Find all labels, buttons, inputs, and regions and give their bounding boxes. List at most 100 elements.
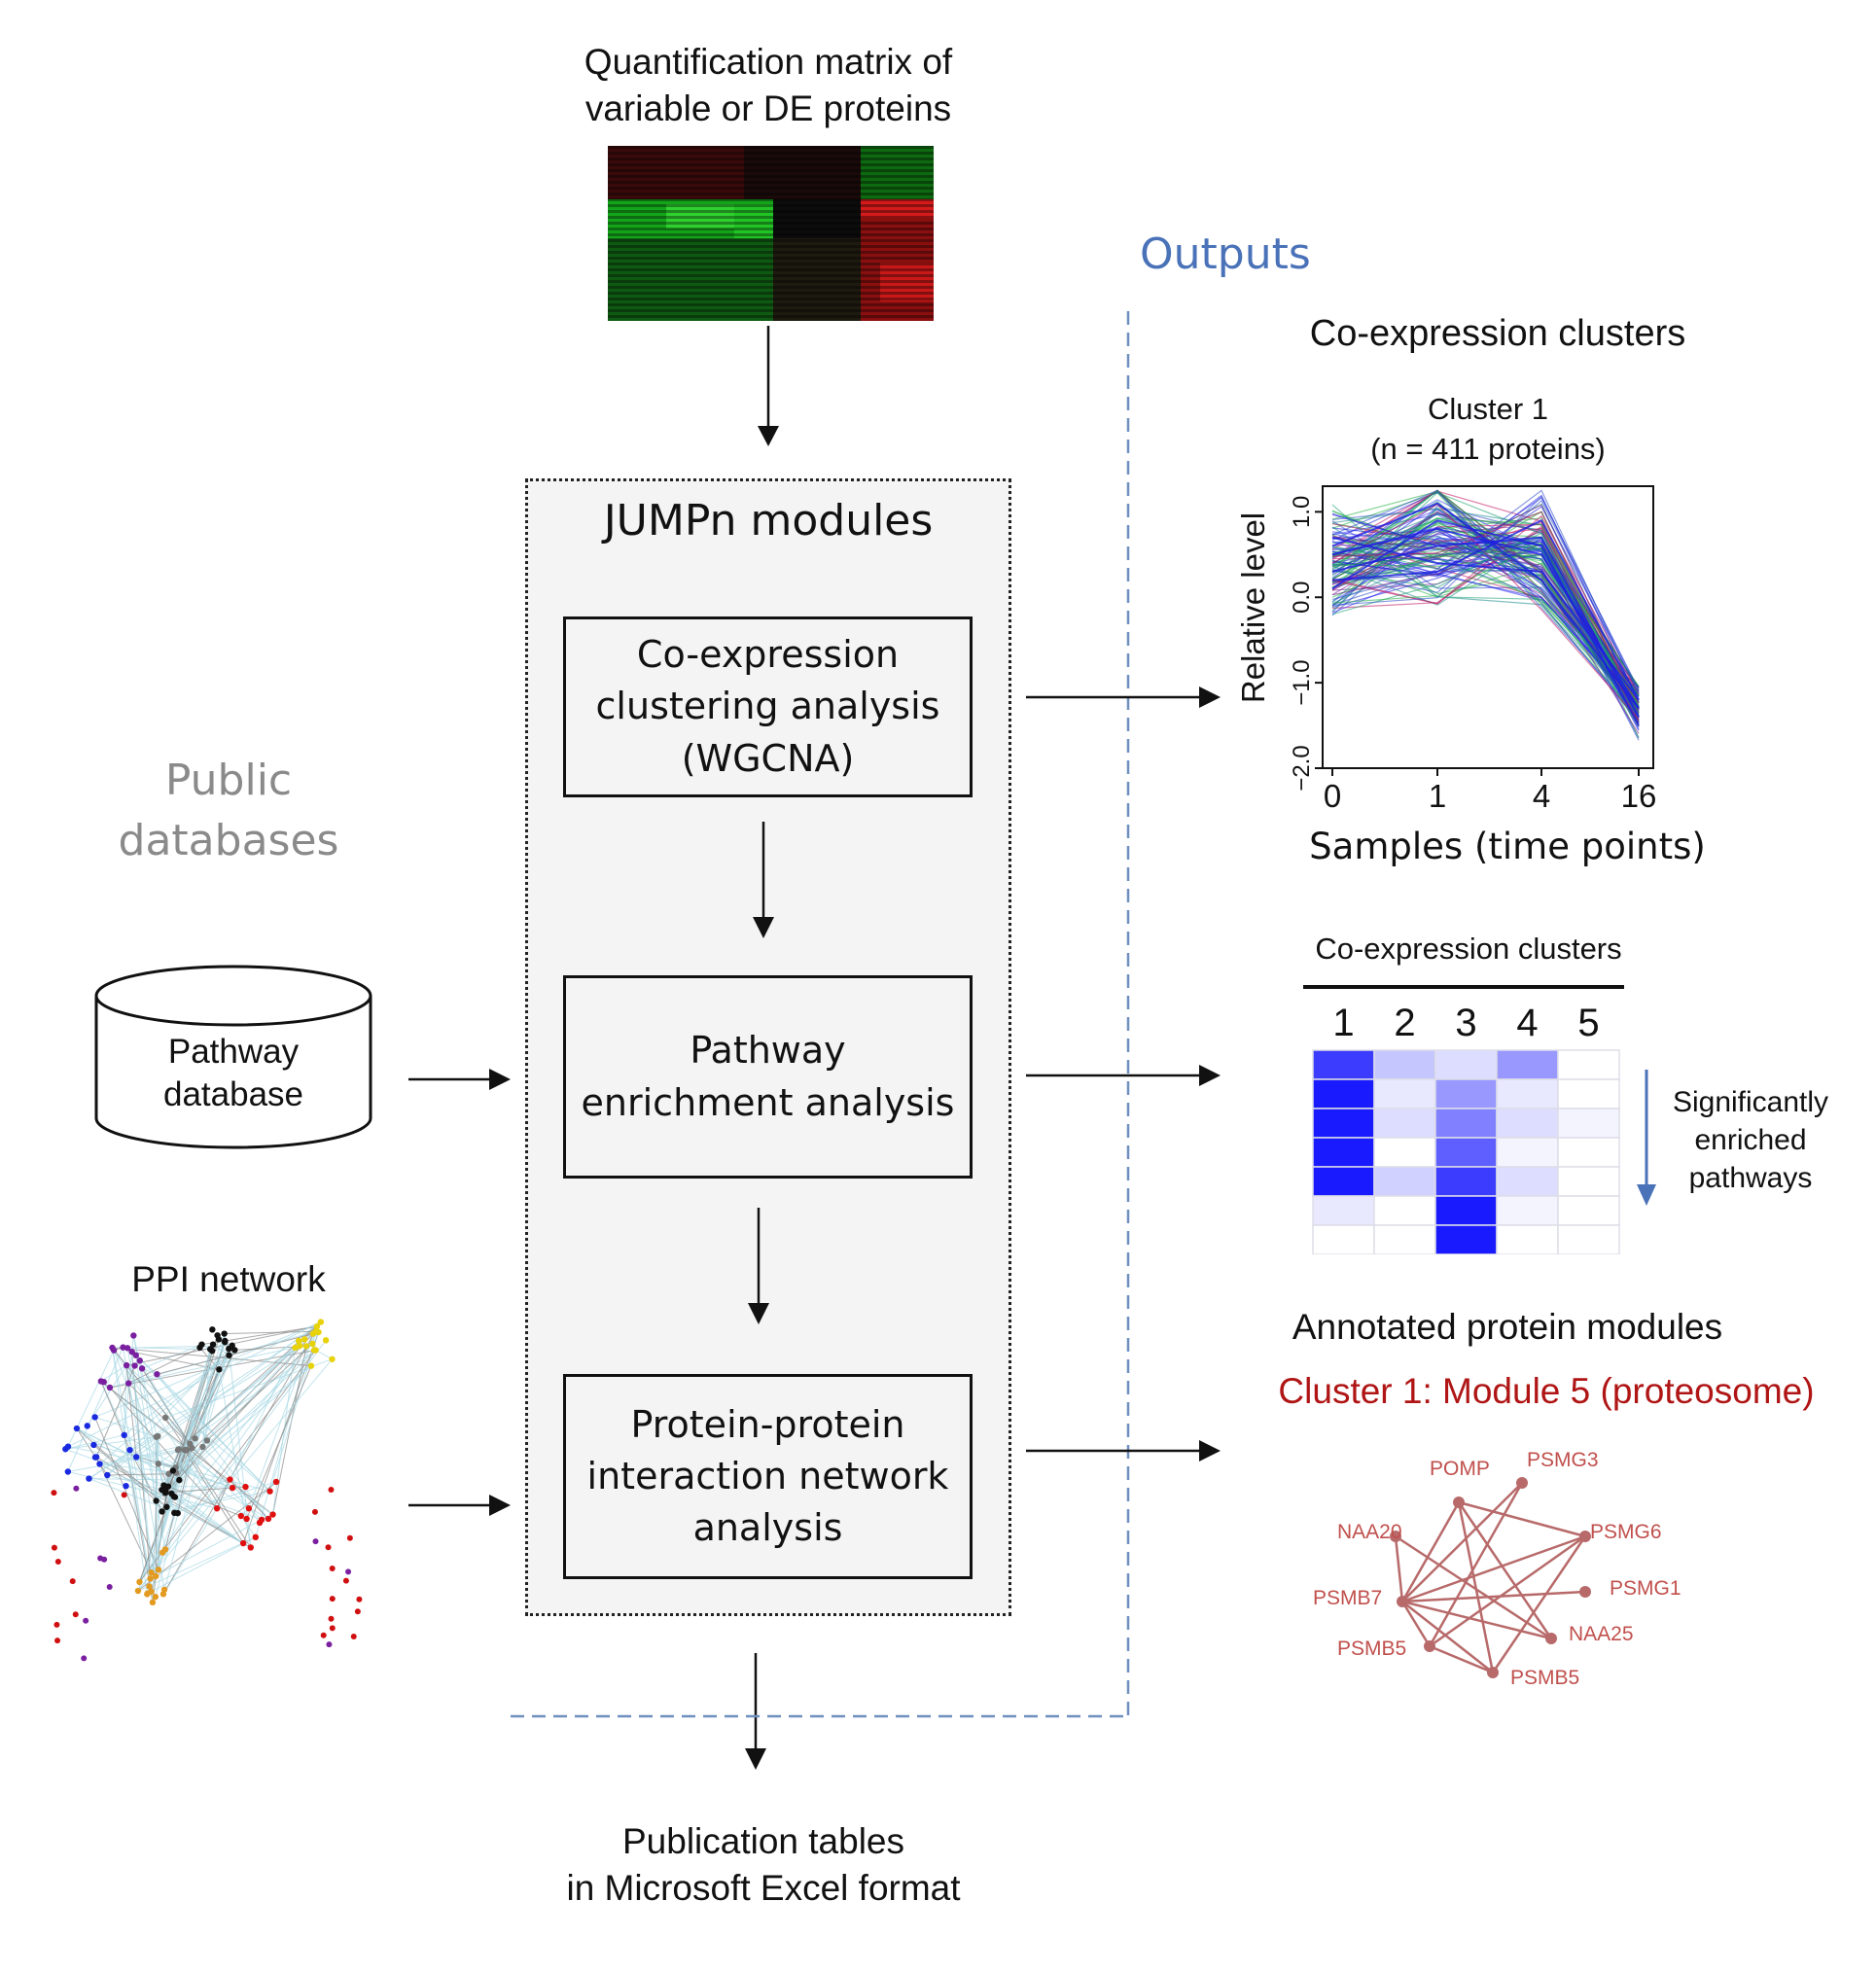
ppi-node [213, 1505, 221, 1512]
module-node [1453, 1497, 1465, 1508]
x-tick-label: 4 [1533, 778, 1550, 814]
heatmap-cell [1312, 1224, 1375, 1254]
heatmap-cell [1496, 1224, 1559, 1254]
ppi-edge [67, 1347, 124, 1472]
pathway-database-cylinder[interactable] [92, 963, 374, 1157]
ppi-node [54, 1559, 61, 1566]
ppi-node [345, 1568, 352, 1575]
y-axis-label: Relative level [1235, 512, 1271, 703]
ppi-node [209, 1341, 217, 1348]
module-edge [1401, 1601, 1494, 1673]
ppi-node [144, 1591, 151, 1598]
ppi-node [154, 1371, 160, 1378]
y-tick-label: −1.0 [1289, 659, 1315, 705]
ppi-node [161, 1414, 169, 1422]
module-node-label: PSMG1 [1610, 1577, 1681, 1600]
series-line [1331, 489, 1640, 727]
module-node [1579, 1586, 1591, 1598]
ppi-edge [109, 1387, 218, 1509]
ppi-node [256, 1519, 264, 1527]
heatmap-column-label: 2 [1394, 1002, 1415, 1044]
ppi-node [132, 1352, 140, 1358]
heatmap-cell [1557, 1049, 1620, 1080]
ppi-node [272, 1478, 280, 1486]
ppi-node [163, 1503, 170, 1510]
ppi-node [265, 1515, 272, 1523]
heatmap-column-label: 1 [1332, 1002, 1354, 1044]
module-edge [1400, 1501, 1461, 1602]
ppi-node [189, 1444, 195, 1452]
ppi-node [206, 1346, 214, 1353]
series-line [1331, 547, 1640, 687]
ppi-node [222, 1337, 229, 1345]
ppi-edge [137, 1536, 256, 1592]
pathway-step-box[interactable]: Pathway enrichment analysis [563, 975, 973, 1179]
ppi-node [312, 1538, 319, 1545]
module-node [1397, 1596, 1408, 1607]
cluster-count: (n = 411 proteins) [1370, 432, 1606, 466]
heatmap-cell [1373, 1195, 1436, 1226]
heatmap-cell [1373, 1078, 1436, 1109]
ppi-node [91, 1414, 98, 1421]
x-tick-label: 0 [1324, 778, 1341, 814]
heatmap-cell [1434, 1166, 1498, 1197]
ppi-edge [162, 1321, 322, 1595]
ppi-node [266, 1488, 273, 1495]
ppi-node [128, 1348, 135, 1356]
ppi-edge [150, 1349, 211, 1579]
ppi-node [221, 1330, 228, 1337]
heatmap-cell [1496, 1049, 1559, 1080]
heatmap-column-label: 5 [1577, 1002, 1599, 1044]
heatmap-cell [1557, 1137, 1620, 1168]
ppi-node [104, 1471, 111, 1479]
ppi-edge [151, 1536, 257, 1593]
ppi-node [69, 1578, 76, 1585]
ppi-edge [164, 1417, 252, 1548]
ppi-node [247, 1544, 254, 1551]
ppi-node [231, 1347, 238, 1354]
x-axis-label: Samples (time points) [1309, 826, 1706, 867]
module-node [1390, 1531, 1401, 1542]
ppi-edge [162, 1348, 230, 1595]
heatmap-cell [1312, 1108, 1375, 1139]
ppi-node [123, 1482, 129, 1490]
ppi-edge [88, 1478, 180, 1481]
series-line [1331, 570, 1640, 711]
ppi-edge [167, 1486, 241, 1517]
heatmap-cell [1373, 1049, 1436, 1080]
heatmap-cell [1557, 1078, 1620, 1109]
ppi-node [342, 1577, 349, 1584]
heatmap-cell [1312, 1166, 1375, 1197]
ppi-edge [201, 1349, 211, 1447]
ppi-node [346, 1534, 353, 1541]
ppi-edge [184, 1449, 244, 1544]
ppi-node [209, 1326, 216, 1333]
heatmap-column-label: 3 [1455, 1002, 1476, 1044]
coexpression-step-box[interactable]: Co-expression clustering analysis (WGCNA… [563, 616, 973, 797]
heatmap-column-label: 4 [1516, 1002, 1538, 1044]
outputs-title: Outputs [1140, 229, 1311, 279]
public-line1: Public [164, 756, 293, 805]
step1-line3: (WGCNA) [681, 736, 855, 780]
ppi-node [329, 1625, 336, 1632]
enriched-line2: enriched [1694, 1124, 1807, 1156]
module-edge [1401, 1600, 1552, 1640]
arrow-ppi-to-module [408, 1495, 511, 1516]
heatmap-cell [1496, 1195, 1559, 1226]
step1-line1: Co-expression [636, 633, 900, 677]
ppi-node [96, 1461, 103, 1467]
step2-line1: Pathway [690, 1029, 846, 1073]
ppi-edge [164, 1333, 314, 1494]
ppi-step-box[interactable]: Protein-protein interaction network anal… [563, 1374, 973, 1579]
ppi-node [312, 1347, 319, 1354]
ppi-node [72, 1611, 79, 1618]
ppi-edge [157, 1333, 314, 1375]
ppi-node [326, 1641, 333, 1648]
ppi-node [123, 1361, 130, 1369]
ppi-edge [229, 1347, 296, 1480]
ppi-node [245, 1505, 253, 1512]
ppi-node [110, 1347, 118, 1354]
public-line2: databases [118, 816, 339, 865]
ppi-node [328, 1487, 335, 1494]
